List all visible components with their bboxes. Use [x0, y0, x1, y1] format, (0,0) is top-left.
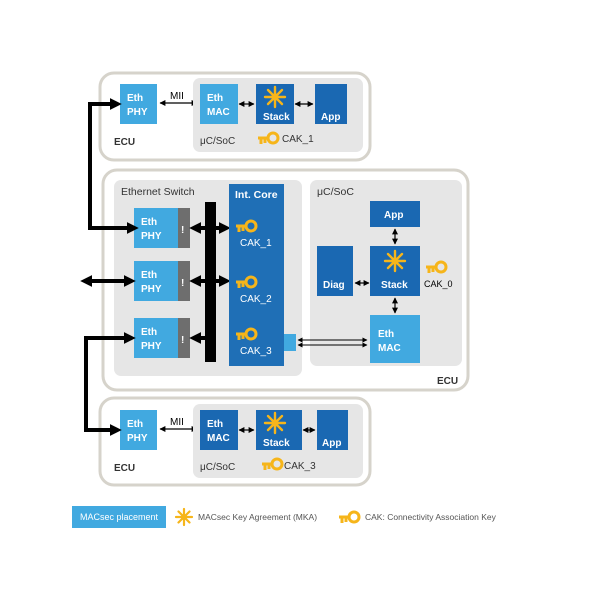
link-top-ecu-to-port-1 [88, 98, 139, 234]
ecu-bottom-mac-line1: Eth [207, 419, 223, 430]
switch-port-2: Eth PHY ! [134, 261, 190, 301]
switch-port-2-line1: Eth [141, 270, 157, 281]
switch-port-1-marker-box [178, 208, 190, 248]
ecu-switch-eth-mac [370, 315, 420, 363]
switch-port-3-marker: ! [181, 335, 184, 346]
ecu-top-mac-line2: MAC [207, 107, 230, 118]
switch-port-3-line1: Eth [141, 327, 157, 338]
ecu-top-phy-line2: PHY [127, 107, 148, 118]
ecu-bottom-mac-line2: MAC [207, 433, 230, 444]
switch-port-3-marker-box [178, 318, 190, 358]
ecu-bottom-mii-label: MII [170, 417, 184, 428]
cak-key-icon [262, 457, 284, 471]
cak-key-icon [236, 219, 258, 233]
ecu-bottom-eth-mac [200, 410, 238, 450]
cak-key-icon [426, 260, 448, 274]
ecu-bottom-soc-label: μC/SoC [200, 462, 235, 473]
switch-port-2-marker: ! [181, 278, 184, 289]
switch-port-1-line2: PHY [141, 231, 162, 242]
int-core-cak-3: CAK_3 [240, 346, 272, 357]
ecu-switch-app [370, 201, 420, 227]
ecu-bottom-phy-line1: Eth [127, 419, 143, 430]
ecu-switch-mac-line1: Eth [378, 329, 394, 340]
switch-port-1-line1: Eth [141, 217, 157, 228]
ecu-top-eth-mac [200, 84, 238, 124]
switch-port-3: Eth PHY ! [134, 318, 190, 358]
switch-port-2-phy [134, 261, 178, 301]
ecu-switch-diag [317, 246, 353, 296]
ecu-top-soc-label: μC/SoC [200, 136, 235, 147]
ecu-top-mii-label: MII [170, 91, 184, 102]
ecu-bottom-stack-label: Stack [263, 438, 290, 449]
ecu-bottom-label: ECU [114, 463, 135, 474]
ecu-top-phy-line1: Eth [127, 93, 143, 104]
ecu-switch-stack-label: Stack [381, 280, 408, 291]
legend-mka-star-icon [174, 507, 194, 527]
legend-cak-key-icon [339, 510, 361, 524]
ecu-top: ECU Eth PHY MII μC/SoC Eth MAC Stack App… [98, 71, 372, 162]
ecu-top-app [315, 84, 347, 124]
switch-port-1: Eth PHY ! [134, 208, 190, 248]
cak-key-icon [236, 327, 258, 341]
ecu-switch-app-label: App [384, 210, 403, 221]
switch-port-1-marker: ! [181, 225, 184, 236]
ecu-bottom-stack [256, 410, 302, 450]
ecu-top-stack-label: Stack [263, 112, 290, 123]
ecu-bottom: ECU Eth PHY MII μC/SoC Eth MAC Stack App… [98, 396, 372, 487]
ethernet-switch-title: Ethernet Switch [121, 186, 195, 198]
cak-key-icon [236, 275, 258, 289]
ecu-bottom-app [317, 410, 348, 450]
cak-key-icon [258, 131, 280, 145]
ecu-bottom-app-label: App [322, 438, 341, 449]
int-core [229, 184, 284, 366]
ecu-top-mac-line1: Eth [207, 93, 223, 104]
int-core-cak-1: CAK_1 [240, 238, 272, 249]
ecu-switch-diag-label: Diag [323, 280, 345, 291]
mka-star-icon [263, 411, 287, 435]
ecu-switch-mac-line2: MAC [378, 343, 401, 354]
switch-port-3-phy [134, 318, 178, 358]
int-core-cak-2: CAK_2 [240, 294, 272, 305]
ecu-switch-soc-label: μC/SoC [317, 186, 354, 198]
switch-internal-bus [205, 202, 216, 362]
switch-port-2-marker-box [178, 261, 190, 301]
ecu-top-eth-phy [120, 84, 157, 124]
switch-port-3-line2: PHY [141, 341, 162, 352]
switch-port-2-line2: PHY [141, 284, 162, 295]
ecu-switch-stack-cak: CAK_0 [424, 279, 453, 289]
ecu-switch-label: ECU [437, 376, 458, 387]
mka-star-icon [263, 85, 287, 109]
ecu-top-label: ECU [114, 137, 135, 148]
ecu-bottom-cak-label: CAK_3 [284, 461, 316, 472]
int-core-macsec-port [284, 334, 296, 351]
ecu-switch: ECU Ethernet Switch Eth PHY ! Eth PHY ! … [101, 168, 470, 392]
ecu-bottom-eth-phy [120, 410, 157, 450]
link-bottom-ecu-to-port-3 [84, 332, 136, 436]
ecu-top-cak-label: CAK_1 [282, 134, 314, 145]
ecu-top-app-label: App [321, 112, 340, 123]
mka-star-icon [383, 249, 407, 273]
switch-port-1-phy [134, 208, 178, 248]
ecu-bottom-phy-line2: PHY [127, 433, 148, 444]
int-core-title: Int. Core [235, 189, 278, 201]
